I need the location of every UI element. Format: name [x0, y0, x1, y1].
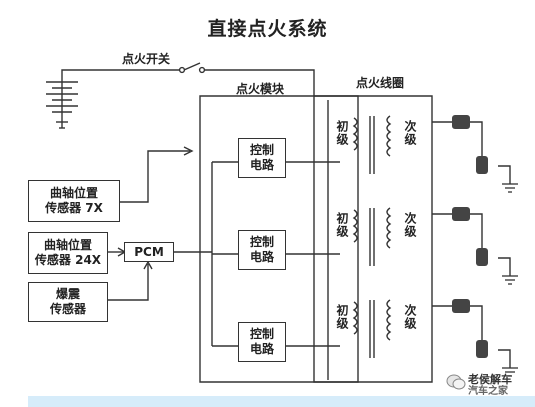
transformer-cores	[370, 116, 374, 358]
coil-2-secondary-label: 次级	[403, 212, 417, 238]
ignition-module-outline	[200, 96, 358, 382]
control-circuit-1: 控制 电路	[238, 138, 286, 178]
secondary-coil-2	[387, 208, 390, 248]
coil-1-secondary-label: 次级	[403, 120, 417, 146]
battery-icon	[46, 82, 78, 128]
switch-to-module-wire	[204, 70, 314, 96]
ignition-switch-label: 点火开关	[122, 52, 171, 66]
arrow-7x-icon	[184, 147, 192, 155]
control-circuit-2-line1: 控制	[249, 235, 274, 249]
crank-sensor-24x-line1: 曲轴位置	[43, 238, 92, 252]
watermark: 老侯解车 汽车之家	[468, 374, 530, 398]
coil-1-primary-label: 初级	[335, 120, 349, 146]
secondary-coil-1	[387, 116, 390, 156]
battery-to-switch-wire	[62, 70, 180, 78]
arrow-knock-icon	[144, 262, 152, 269]
ignition-switch-icon	[178, 63, 206, 74]
bottom-bar	[28, 396, 535, 407]
ground-icons	[502, 184, 518, 376]
pcm-box: PCM	[124, 242, 174, 262]
control-circuit-3-line1: 控制	[249, 327, 274, 341]
diagram-title: 直接点火系统	[207, 18, 328, 40]
crank-sensor-24x-line2: 传感器 24X	[34, 253, 102, 267]
primary-coil-2	[354, 210, 357, 242]
primary-coil-1	[354, 118, 357, 150]
crank-sensor-7x-box: 曲轴位置 传感器 7X	[28, 180, 120, 222]
coil-3-primary-label: 初级	[335, 304, 349, 330]
coil-2-primary-label: 初级	[335, 212, 349, 238]
control-circuit-3: 控制 电路	[238, 322, 286, 362]
watermark-line1: 老侯解车	[468, 373, 512, 386]
spark-plug-icons	[452, 115, 488, 358]
control-circuit-2: 控制 电路	[238, 230, 286, 270]
control-circuit-3-line2: 电路	[249, 342, 274, 356]
control-circuit-2-line2: 电路	[249, 250, 274, 264]
ignition-coil-outline	[314, 96, 432, 382]
ignition-module-label: 点火模块	[236, 82, 285, 96]
crank-sensor-7x-line2: 传感器 7X	[45, 201, 103, 215]
crank-sensor-7x-line1: 曲轴位置	[49, 186, 98, 200]
knock-sensor-line2: 传感器	[49, 302, 86, 316]
wechat-icon	[446, 374, 466, 390]
sensor-7x-wire	[120, 151, 190, 202]
control-circuit-1-line2: 电路	[249, 158, 274, 172]
coil-3-secondary-label: 次级	[403, 304, 417, 330]
secondary-coil-3	[387, 300, 390, 340]
crank-sensor-24x-box: 曲轴位置 传感器 24X	[28, 232, 108, 274]
ignition-coil-label: 点火线圈	[356, 76, 405, 90]
watermark-line2: 汽车之家	[468, 386, 508, 397]
knock-sensor-line1: 爆震	[55, 287, 80, 301]
knock-sensor-box: 爆震 传感器	[28, 282, 108, 322]
knock-sensor-wire	[108, 264, 148, 300]
control-circuit-1-line1: 控制	[249, 143, 274, 157]
primary-coil-3	[354, 302, 357, 334]
